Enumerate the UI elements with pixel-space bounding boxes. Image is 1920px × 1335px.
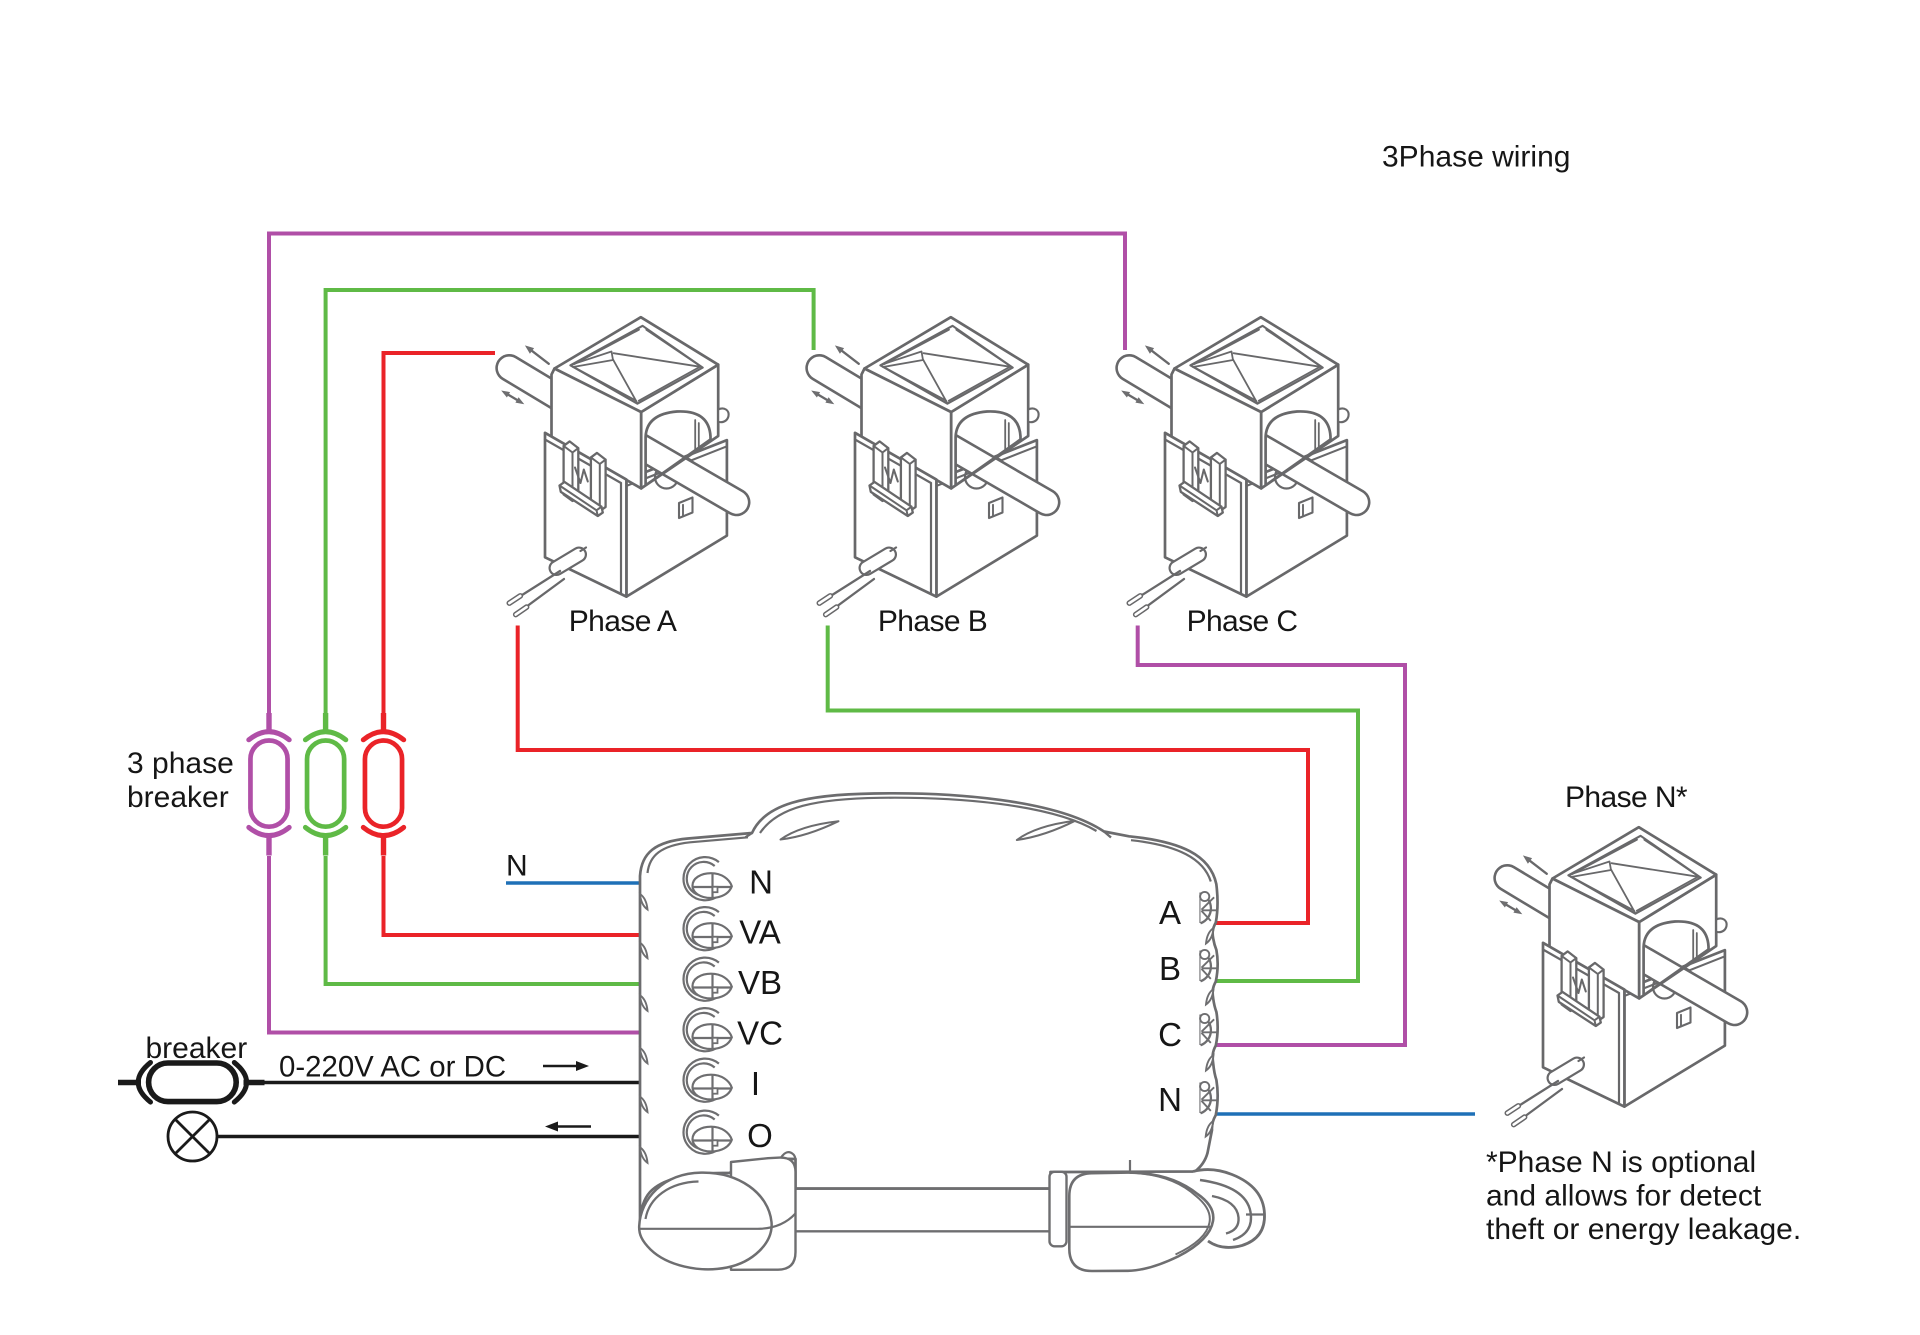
svg-text:breaker: breaker (127, 781, 229, 814)
svg-text:Phase A: Phase A (569, 605, 677, 638)
svg-text:*Phase N is optional: *Phase N is optional (1486, 1146, 1756, 1179)
svg-text:Phase B: Phase B (878, 605, 987, 638)
svg-text:I: I (751, 1065, 760, 1102)
svg-text:Phase N*: Phase N* (1565, 781, 1688, 814)
svg-text:VB: VB (738, 964, 782, 1001)
svg-text:breaker: breaker (146, 1032, 248, 1065)
svg-text:VC: VC (737, 1015, 783, 1052)
svg-text:3 phase: 3 phase (127, 747, 234, 780)
svg-text:N: N (749, 864, 773, 901)
svg-text:N: N (506, 850, 528, 883)
svg-text:O: O (747, 1117, 773, 1154)
svg-text:theft or energy leakage.: theft or energy leakage. (1486, 1213, 1801, 1246)
svg-text:N: N (1158, 1081, 1182, 1118)
svg-text:3Phase wiring: 3Phase wiring (1382, 141, 1570, 174)
svg-text:VA: VA (739, 914, 781, 951)
svg-text:C: C (1158, 1016, 1182, 1053)
svg-text:and allows for detect: and allows for detect (1486, 1180, 1762, 1213)
svg-text:B: B (1159, 950, 1181, 987)
svg-text:Phase C: Phase C (1187, 605, 1298, 638)
svg-text:A: A (1159, 894, 1181, 931)
svg-text:0-220V AC or DC: 0-220V AC or DC (279, 1051, 506, 1084)
